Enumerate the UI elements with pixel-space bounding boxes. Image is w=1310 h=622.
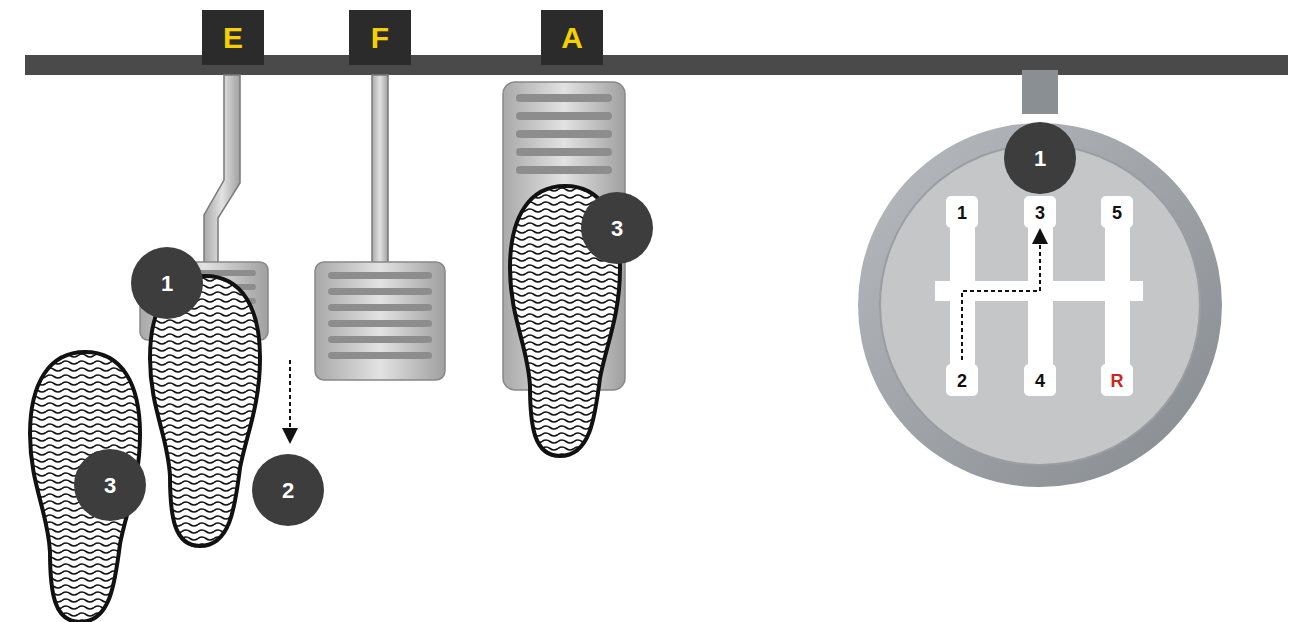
- callout-number: 2: [282, 480, 294, 502]
- gear-number: 5: [1112, 204, 1122, 222]
- callout-number: 1: [161, 273, 173, 295]
- pedal-tag-letter: F: [371, 23, 389, 53]
- shift-gate: [935, 196, 1143, 396]
- gear-number: 4: [1035, 372, 1045, 390]
- gear-number: 2: [957, 372, 967, 390]
- pedal-tag: [541, 10, 603, 65]
- pedal-tag-letter: A: [561, 23, 583, 53]
- callout-circles: [74, 122, 1076, 526]
- pedal-tag-letter: E: [223, 23, 243, 53]
- gear-number: 3: [1035, 204, 1045, 222]
- pedal-tag: [202, 10, 264, 65]
- callout-number: 1: [1034, 148, 1046, 170]
- callout-number: 3: [104, 475, 116, 497]
- pedal-tag: [349, 10, 411, 65]
- gear-knob: [858, 123, 1222, 487]
- shift-path: [962, 236, 1040, 360]
- callout-number: 3: [611, 218, 623, 240]
- gear-number: 1: [957, 204, 967, 222]
- gear-number: R: [1111, 372, 1124, 390]
- press-arrow: [289, 360, 291, 436]
- brake-pedal: [315, 262, 445, 380]
